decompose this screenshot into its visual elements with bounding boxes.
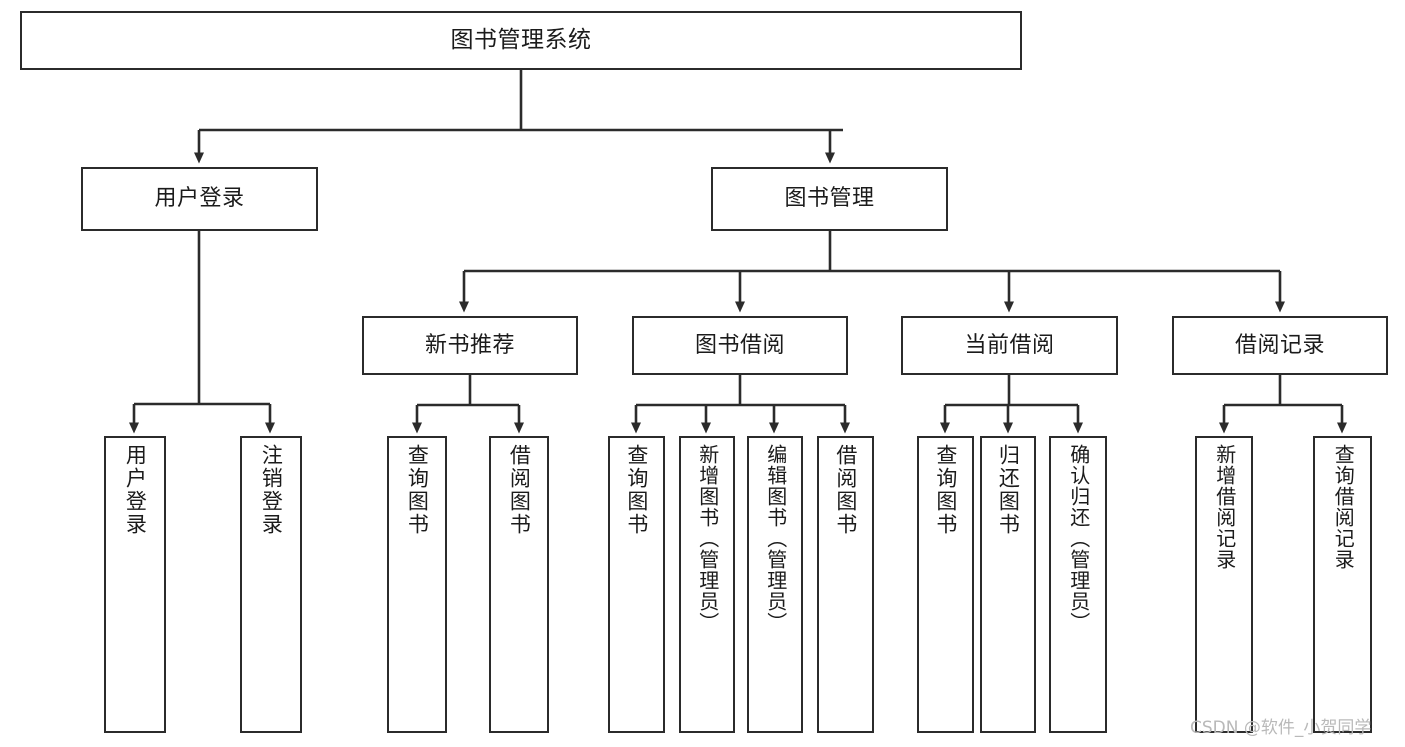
node-label: 用户登录: [154, 186, 245, 212]
leaf-user-login-signin[interactable]: 用户登录: [104, 436, 166, 733]
node-label: 新书推荐: [424, 332, 515, 358]
node-label: 借阅记录: [1234, 332, 1325, 358]
leaf-new-book-query-books[interactable]: 查询图书: [387, 436, 447, 733]
node-label: 图书管理系统: [450, 26, 592, 53]
leaf-book-borrow-add-book-admin[interactable]: 新增图书（管理员）: [679, 436, 735, 733]
leaf-user-login-signout[interactable]: 注销登录: [240, 436, 302, 733]
node-current-borrowing[interactable]: 当前借阅: [901, 316, 1118, 375]
node-user-login[interactable]: 用户登录: [81, 167, 318, 231]
node-label: 查询图书: [624, 444, 649, 536]
node-label: 查询图书: [933, 444, 958, 536]
leaf-new-book-borrow-books[interactable]: 借阅图书: [489, 436, 549, 733]
leaf-book-borrow-borrow-books[interactable]: 借阅图书: [817, 436, 874, 733]
node-label: 用户登录: [123, 444, 148, 536]
node-label: 确认归还（管理员）: [1066, 444, 1091, 633]
leaf-current-borrow-return-books[interactable]: 归还图书: [980, 436, 1036, 733]
node-borrowing-record[interactable]: 借阅记录: [1172, 316, 1388, 375]
node-label: 借阅图书: [507, 444, 532, 536]
node-label: 归还图书: [996, 444, 1021, 536]
node-label: 编辑图书（管理员）: [763, 444, 788, 633]
leaf-book-borrow-edit-book-admin[interactable]: 编辑图书（管理员）: [747, 436, 803, 733]
node-root-book-management-system[interactable]: 图书管理系统: [20, 11, 1022, 70]
node-label: 图书借阅: [694, 332, 785, 358]
node-label: 当前借阅: [964, 332, 1055, 358]
leaf-borrow-record-query-record[interactable]: 查询借阅记录: [1313, 436, 1372, 733]
node-label: 查询借阅记录: [1331, 444, 1356, 570]
node-label: 注销登录: [259, 444, 284, 536]
node-book-management[interactable]: 图书管理: [711, 167, 948, 231]
node-label: 新增图书（管理员）: [695, 444, 720, 633]
node-new-book-recommendation[interactable]: 新书推荐: [362, 316, 578, 375]
node-book-borrowing[interactable]: 图书借阅: [632, 316, 848, 375]
node-label: 查询图书: [405, 444, 430, 536]
csdn-watermark: CSDN @软件_小贺同学: [1190, 718, 1372, 738]
node-label: 图书管理: [784, 186, 875, 212]
leaf-current-borrow-query-books[interactable]: 查询图书: [917, 436, 974, 733]
node-label: 新增借阅记录: [1212, 444, 1237, 570]
node-label: 借阅图书: [833, 444, 858, 536]
leaf-book-borrow-query-books[interactable]: 查询图书: [608, 436, 665, 733]
leaf-borrow-record-add-record[interactable]: 新增借阅记录: [1195, 436, 1253, 733]
leaf-current-borrow-confirm-return-admin[interactable]: 确认归还（管理员）: [1049, 436, 1107, 733]
